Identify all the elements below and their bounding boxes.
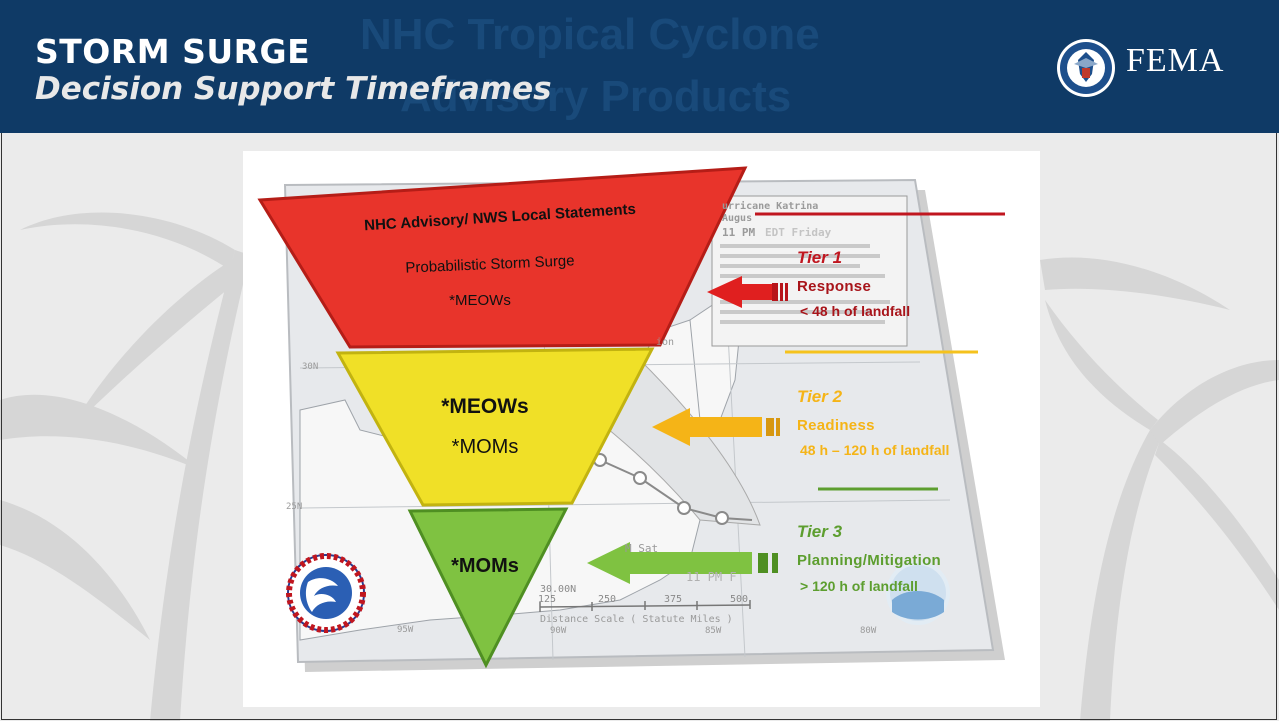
tier-2-arrow: [652, 408, 780, 446]
lat-label-25n: 25N: [286, 502, 303, 512]
tier-3-arrow: [587, 542, 778, 584]
pyramid-tier-1: [257, 166, 748, 349]
slide-title: STORM SURGE: [35, 32, 311, 71]
tier-2-title: Tier 2: [797, 387, 843, 406]
map-info-lines: [720, 244, 890, 324]
tier-3-name: Planning/Mitigation: [797, 552, 942, 569]
tier-3-title: Tier 3: [797, 522, 843, 541]
lon-label-80w: 80W: [860, 626, 877, 636]
map-stamp-time: 11 PM F: [686, 570, 737, 584]
scale-tick-500: 500: [730, 594, 749, 605]
scale-tick-250: 250: [598, 594, 617, 605]
tier-1-arrow: [707, 276, 788, 308]
tier-1-name: Response: [797, 278, 872, 295]
nws-logo-icon: [286, 553, 366, 633]
pyramid-tier-2: [335, 347, 655, 507]
lon-label-90w: 90W: [550, 626, 567, 636]
scale-tick-125: 125: [538, 594, 557, 605]
lat-label-30n: 30N: [302, 362, 319, 372]
lon-label-85w: 85W: [705, 626, 722, 636]
tier-3-timeframe: > 120 h of landfall: [800, 578, 918, 594]
map-sat-label: M Sat: [625, 542, 659, 555]
tier-2-products-line-1: *MEOWs: [441, 395, 529, 418]
tier-1-products-line-3: *MEOWs: [449, 292, 511, 309]
noaa-logo-icon: [886, 561, 950, 625]
tier-2-name: Readiness: [797, 417, 875, 434]
dhs-seal-icon: [1057, 39, 1115, 97]
map-storm-name: urricane Katrina: [722, 201, 819, 212]
map-place-label: ion: [656, 337, 675, 348]
tier-2-timeframe: 48 h – 120 h of landfall: [800, 442, 950, 458]
map-scale-bar: [539, 600, 751, 612]
map-time: 11 PM: [722, 226, 756, 239]
tier-1-title: Tier 1: [797, 248, 843, 267]
tier-2-products-line-2: *MOMs: [451, 436, 519, 458]
map-day: EDT Friday: [765, 226, 832, 239]
map-coord-label: 30.00N: [540, 584, 577, 595]
palm-tree-silhouette: [0, 212, 1279, 721]
scale-tick-375: 375: [664, 594, 683, 605]
pyramid-tier-3: [407, 507, 569, 669]
tier-1-timeframe: < 48 h of landfall: [800, 303, 911, 319]
map-scale-caption: Distance Scale ( Statute Miles ): [540, 614, 733, 625]
faded-title-line-2: Advisory Products: [400, 72, 792, 121]
slide-subtitle: Decision Support Timeframes: [35, 71, 552, 107]
map-month: Augus: [722, 213, 753, 224]
fema-wordmark: FEMA: [1126, 42, 1225, 79]
slide-header: NHC Tropical Cyclone Advisory Products S…: [0, 0, 1279, 133]
lon-label-95w: 95W: [397, 625, 414, 635]
tier-3-products-line-1: *MOMs: [451, 555, 519, 577]
faded-title-line-1: NHC Tropical Cyclone: [360, 10, 820, 59]
